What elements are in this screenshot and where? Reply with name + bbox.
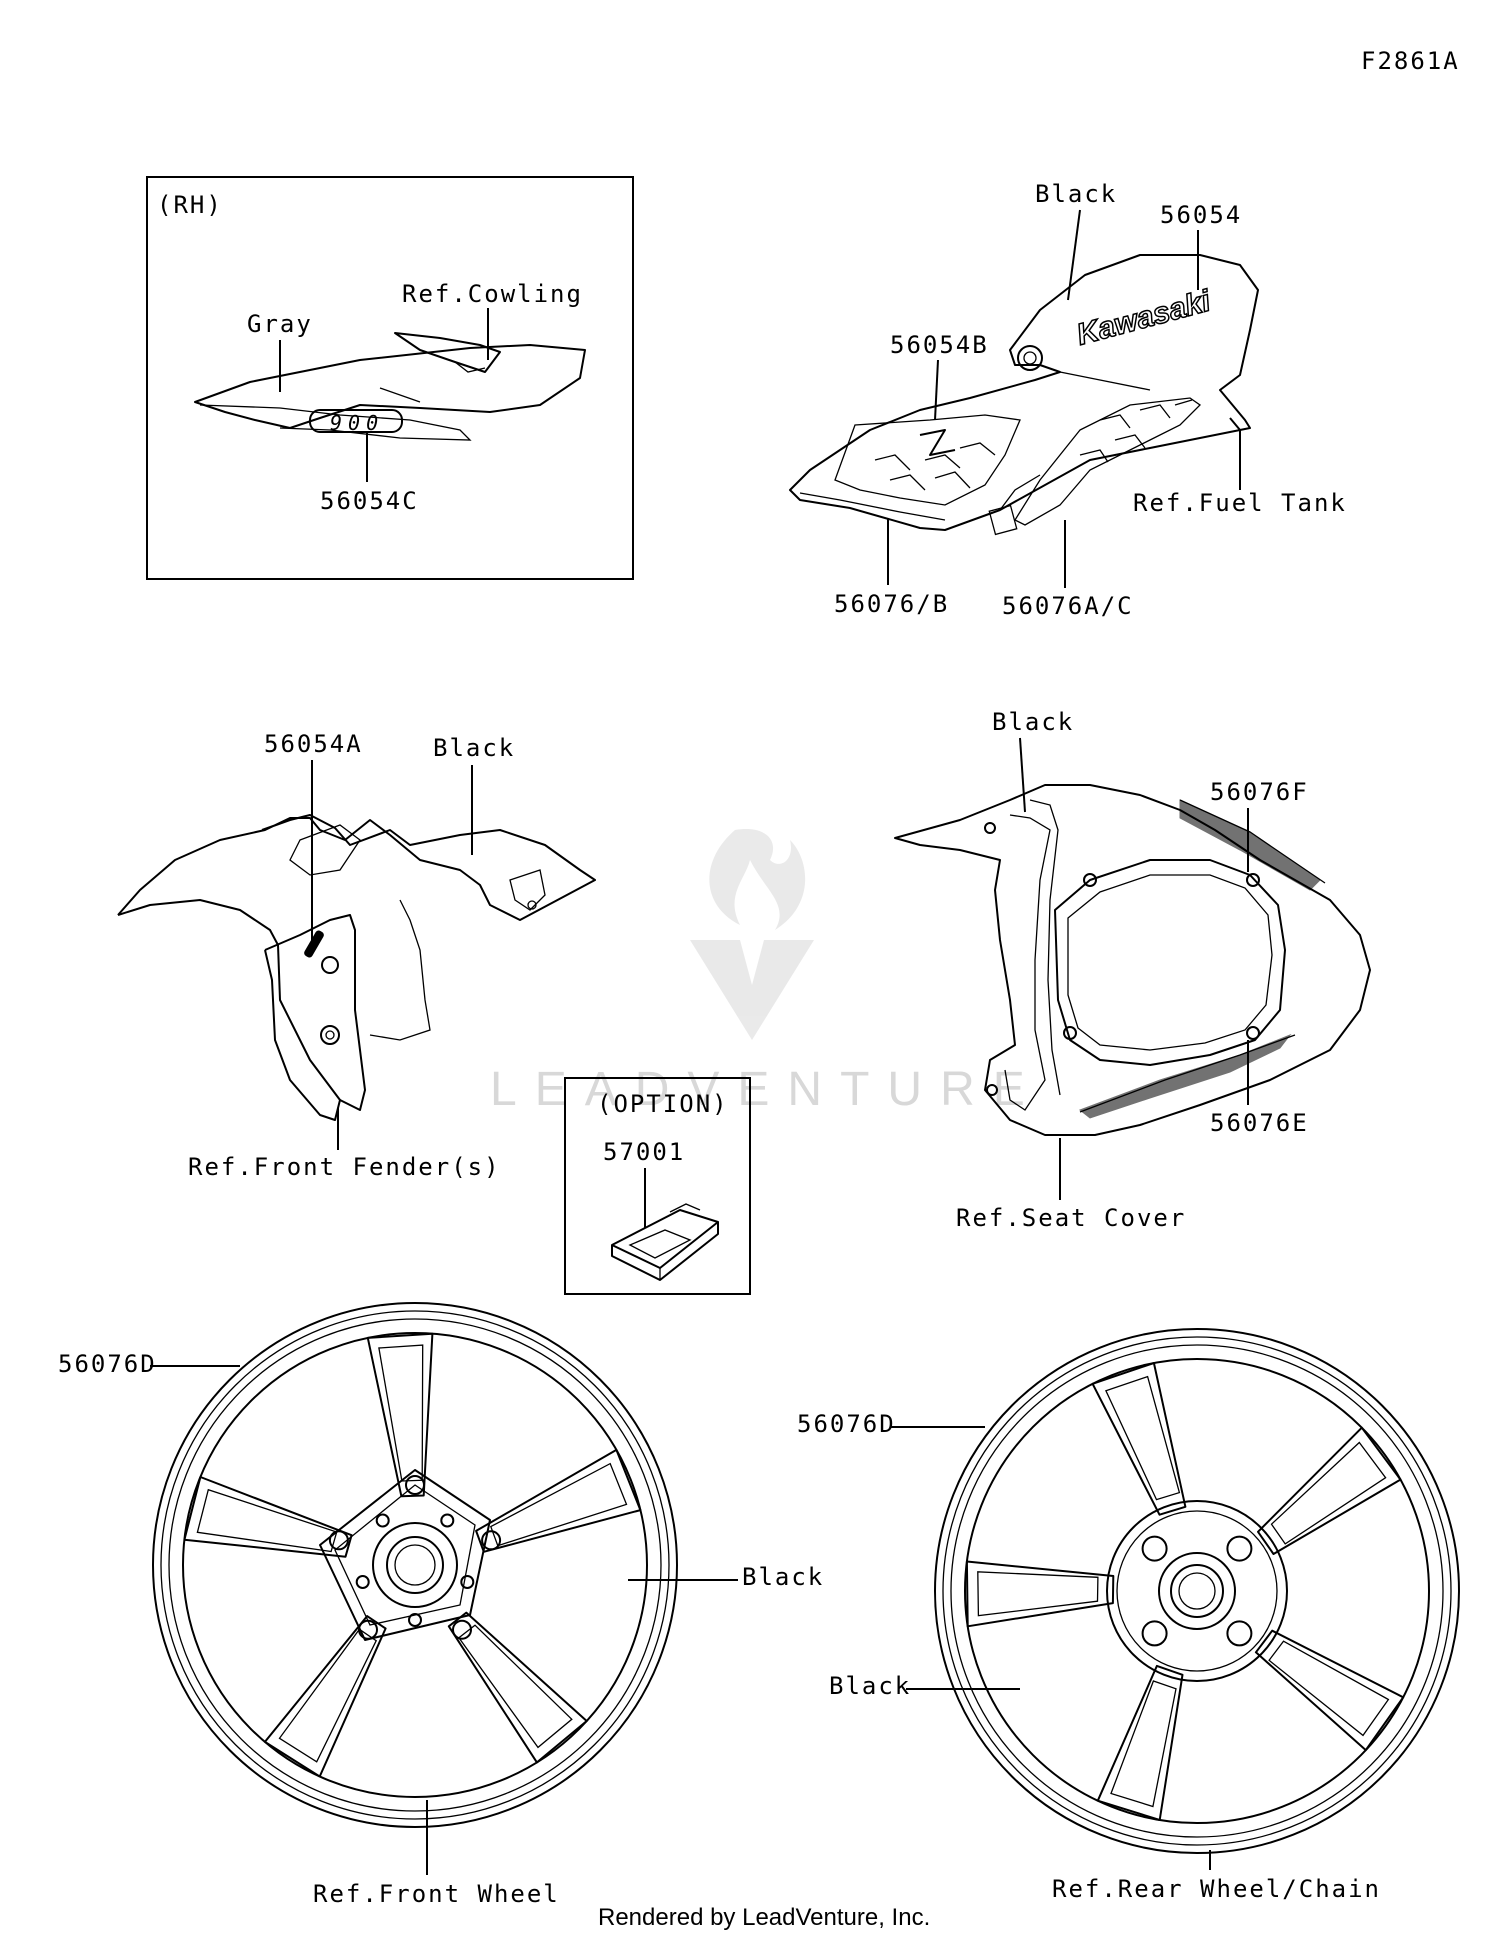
- seat-cover-assembly: Black 56076F 56076E Ref.Seat Cover: [894, 708, 1371, 1232]
- rear-wheel-spoke: [1257, 1426, 1402, 1555]
- fuel-tank-part-right: 56076A/C: [1002, 592, 1134, 620]
- seat-cover-part-upper: 56076F: [1210, 778, 1309, 806]
- front-wheel-spoke: [475, 1448, 642, 1553]
- rear-wheel-assembly: 56076D Black Ref.Rear Wheel/Chain: [797, 1328, 1460, 1903]
- front-wheel-hub-hole: [355, 1575, 370, 1589]
- front-wheel-hub-hole: [460, 1575, 475, 1589]
- front-wheel-ref-label: Ref.Front Wheel: [313, 1880, 560, 1908]
- fuel-tank-brand-text: Kawasaki: [1073, 284, 1214, 351]
- front-wheel-hub-hole: [408, 1613, 422, 1627]
- cowling-part-label: 56054C: [320, 487, 419, 515]
- front-wheel-spoke: [366, 1332, 434, 1498]
- rear-wheel-spoke: [1254, 1629, 1405, 1752]
- cowling-panel: (RH) Ref.Cowling Gray 56054C 900: [146, 176, 634, 580]
- rear-wheel-hub-hole: [1141, 1535, 1168, 1562]
- front-wheel-spoke-inner: [278, 1628, 378, 1763]
- fuel-tank-assembly: Black 56054 56054B Ref.Fuel Tank 56076/B…: [789, 180, 1347, 620]
- watermark-text: LEADVENTURE: [490, 1063, 1043, 1116]
- option-part-label: 57001: [603, 1138, 685, 1166]
- front-wheel-spokes: [183, 1332, 642, 1778]
- front-wheel-spoke-inner: [489, 1462, 628, 1547]
- fuel-tank-ref-leader: [1229, 417, 1241, 490]
- front-wheel-hub-hole: [440, 1513, 455, 1528]
- rear-wheel-spoke: [1091, 1362, 1187, 1516]
- rear-wheel-color-label: Black: [829, 1672, 911, 1700]
- rear-wheel-hub-hole: [1141, 1620, 1168, 1647]
- rear-wheel-illustration: [934, 1328, 1460, 1854]
- rear-wheel-hub-hole: [1226, 1620, 1253, 1647]
- front-wheel-bolt: [358, 1619, 378, 1640]
- front-fender-ref-label: Ref.Front Fender(s): [188, 1153, 501, 1181]
- option-panel-frame: [564, 1077, 751, 1295]
- rear-wheel-spoke: [1096, 1664, 1184, 1821]
- cowling-panel-frame: [146, 176, 634, 580]
- rear-wheel-spoke-inner: [1110, 1680, 1177, 1808]
- front-wheel-bolt: [405, 1475, 425, 1495]
- front-wheel-hub-hole: [375, 1513, 390, 1528]
- rear-wheel-spoke: [965, 1560, 1115, 1628]
- cowling-ref-label: Ref.Cowling: [402, 280, 583, 308]
- cowling-color-label: Gray: [247, 310, 313, 338]
- seat-cover-color-leader: [1019, 737, 1026, 813]
- rear-wheel-spokes: [965, 1362, 1405, 1821]
- rear-wheel-spoke-inner: [1270, 1441, 1387, 1545]
- rear-wheel-ref-label: Ref.Rear Wheel/Chain: [1052, 1875, 1381, 1903]
- rear-wheel-spoke-inner: [1268, 1640, 1390, 1737]
- front-fender-assembly: 56054A Black Ref.Front Fender(s): [117, 730, 596, 1181]
- rear-wheel-hub-holes: [1141, 1535, 1253, 1647]
- rear-wheel-spoke-inner: [977, 1571, 1099, 1617]
- cowling-side-label: (RH): [157, 191, 223, 219]
- fuel-tank-color-leader: [1067, 209, 1081, 301]
- option-part-illustration: [611, 1203, 719, 1281]
- option-panel: (OPTION) 57001: [564, 1077, 751, 1295]
- front-fender-color-label: Black: [433, 734, 515, 762]
- front-wheel-spoke-inner: [378, 1344, 424, 1482]
- seat-cover-illustration: [894, 784, 1371, 1136]
- seat-cover-part-lower: 56076E: [1210, 1109, 1309, 1137]
- rear-wheel-hub-hole: [1226, 1535, 1253, 1562]
- watermark: LEADVENTURE: [490, 829, 1043, 1116]
- front-wheel-assembly: 56076D Black Ref.Front Wheel: [58, 1302, 824, 1908]
- footer-credit: Rendered by LeadVenture, Inc.: [598, 1904, 930, 1931]
- cowling-emblem-text: 900: [330, 411, 384, 435]
- option-title: (OPTION): [597, 1090, 729, 1118]
- rear-wheel-part-label: 56076D: [797, 1410, 896, 1438]
- front-wheel-bolt: [481, 1530, 502, 1551]
- front-wheel-illustration: [152, 1302, 678, 1828]
- fuel-tank-part-left: 56076/B: [834, 590, 949, 618]
- front-wheel-bolts: [328, 1475, 502, 1640]
- front-fender-illustration: [117, 814, 596, 1121]
- front-fender-part-label: 56054A: [264, 730, 363, 758]
- fuel-tank-part-emblem-leader: [934, 359, 939, 421]
- cowling-illustration: 900: [194, 332, 586, 441]
- front-wheel-bolt: [452, 1619, 472, 1640]
- front-wheel-part-label: 56076D: [58, 1350, 157, 1378]
- front-wheel-spoke: [447, 1611, 588, 1764]
- front-wheel-spoke-inner: [196, 1488, 338, 1553]
- front-wheel-spoke-inner: [458, 1624, 573, 1749]
- figure-code: F2861A: [1361, 47, 1460, 75]
- front-wheel-spoke: [263, 1615, 387, 1778]
- front-wheel-color-label: Black: [742, 1563, 824, 1591]
- seat-cover-color-label: Black: [992, 708, 1074, 736]
- fuel-tank-part-emblem: 56054B: [890, 331, 989, 359]
- front-wheel-spoke: [183, 1476, 353, 1558]
- fuel-tank-ref-label: Ref.Fuel Tank: [1133, 489, 1347, 517]
- seat-cover-ref-label: Ref.Seat Cover: [956, 1204, 1186, 1232]
- fuel-tank-color-label: Black: [1035, 180, 1117, 208]
- watermark-logo-icon: [690, 829, 814, 1040]
- rear-wheel-spoke-inner: [1105, 1375, 1181, 1501]
- fuel-tank-part-main: 56054: [1160, 201, 1242, 229]
- front-wheel-bolt: [328, 1530, 349, 1551]
